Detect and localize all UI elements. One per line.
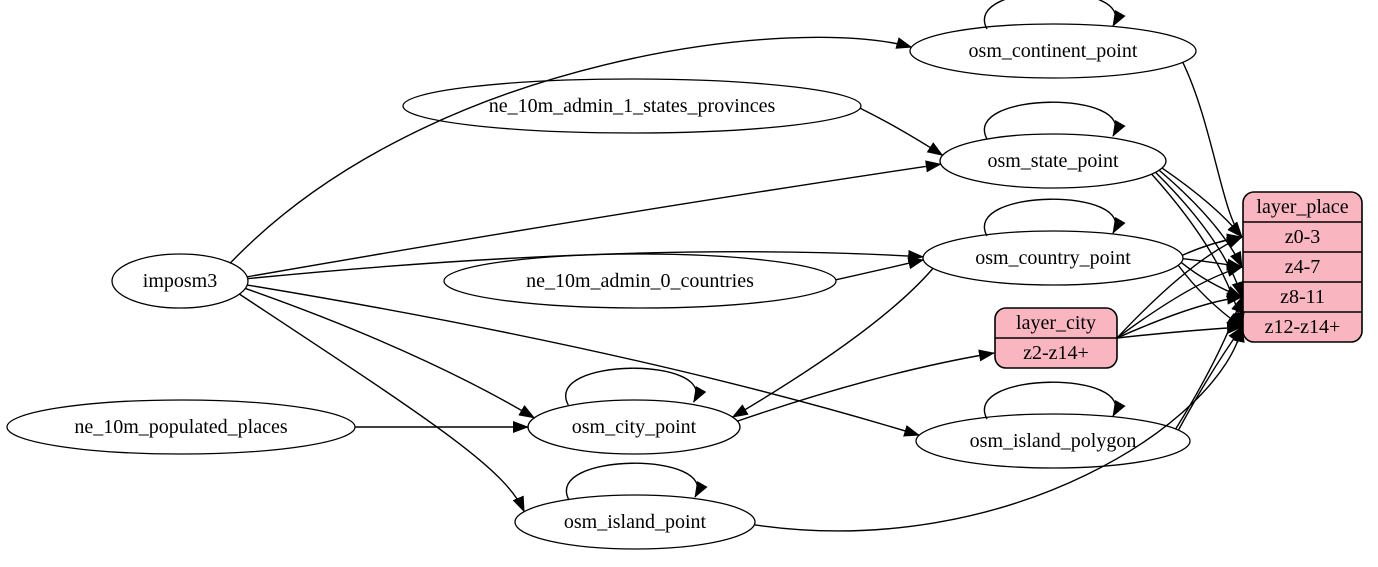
edge-imposm3-to-osm_state_point — [247, 160, 942, 278]
edge-osm_island_point-to-layer_place-z12-z14+ — [754, 326, 1245, 532]
edge-imposm3-to-osm_country_point — [247, 249, 925, 280]
edge-imposm3-to-osm_city_point — [245, 287, 536, 419]
self-loop-osm_state_point — [983, 101, 1126, 140]
node-label: imposm3 — [143, 270, 217, 292]
edge-osm_country_point-to-osm_city_point — [731, 267, 934, 418]
node-label: ne_10m_populated_places — [74, 416, 287, 438]
edge-imposm3-to-osm_island_polygon — [247, 284, 921, 437]
self-loop-osm_island_polygon — [983, 381, 1126, 420]
node-label: ne_10m_admin_0_countries — [526, 270, 754, 292]
node-osm_continent_point: osm_continent_point — [909, 23, 1197, 79]
record-title-layer_place: layer_place — [1256, 196, 1348, 218]
edge-osm_country_point-to-layer_place-z12-z14+ — [1177, 264, 1243, 328]
node-label: osm_continent_point — [969, 40, 1138, 62]
record-row-layer_place: z12-z14+ — [1265, 316, 1341, 338]
self-loop-osm_city_point — [565, 367, 707, 406]
node-label: osm_island_polygon — [970, 430, 1137, 452]
edge-osm_island_polygon-to-layer_place-z8-11 — [1175, 296, 1243, 430]
node-imposm3: imposm3 — [111, 253, 249, 309]
node-label: osm_country_point — [975, 247, 1131, 269]
node-ne_10m_admin_1_states_provinces: ne_10m_admin_1_states_provinces — [402, 78, 862, 134]
node-osm_city_point: osm_city_point — [527, 399, 741, 455]
record-row-layer_place: z0-3 — [1285, 226, 1321, 248]
self-loop-osm_country_point — [983, 198, 1126, 237]
node-shape — [909, 23, 1197, 79]
edge-osm_city_point-to-layer_city-z2-z14+ — [737, 349, 995, 422]
node-shape — [402, 78, 862, 134]
node-label: osm_city_point — [572, 416, 697, 438]
node-ne_10m_admin_0_countries: ne_10m_admin_0_countries — [443, 253, 837, 309]
node-ne_10m_populated_places: ne_10m_populated_places — [6, 399, 356, 455]
edge-osm_state_point-to-layer_place-z4-7 — [1158, 169, 1243, 268]
node-osm_island_point: osm_island_point — [514, 494, 756, 550]
edge-ne_10m_admin_0_countries-to-osm_country_point — [835, 257, 925, 281]
edge-osm_state_point-to-layer_place-z0-3 — [1161, 167, 1243, 238]
node-osm_country_point: osm_country_point — [922, 230, 1184, 286]
node-layer_city: layer_city z2-z14+ — [994, 307, 1118, 369]
node-shape — [514, 494, 756, 550]
node-osm_state_point: osm_state_point — [939, 133, 1167, 189]
edge-osm_country_point-to-layer_place-z4-7 — [1182, 257, 1243, 271]
edge-ne_10m_admin_1_states_provinces-to-osm_state_point — [859, 107, 944, 156]
node-label: ne_10m_admin_1_states_provinces — [489, 95, 776, 117]
edge-osm_island_polygon-to-layer_place-z12-z14+ — [1177, 326, 1243, 431]
node-label: osm_state_point — [987, 150, 1119, 172]
edge-imposm3-to-osm_continent_point — [229, 36, 913, 264]
node-shape — [111, 253, 249, 309]
record-box — [1242, 191, 1363, 343]
edge-imposm3-to-osm_island_point — [239, 293, 525, 513]
record-row-layer_city: z2-z14+ — [1023, 342, 1089, 364]
edge-layer_city-to-layer_place-z0-3 — [1116, 236, 1243, 339]
record-title-layer_city: layer_city — [1016, 312, 1096, 334]
record-row-layer_place: z8-11 — [1280, 286, 1325, 308]
node-shape — [915, 413, 1191, 469]
node-osm_island_polygon: osm_island_polygon — [915, 413, 1191, 469]
edge-layer_city-to-layer_place-z12-z14+ — [1116, 321, 1243, 339]
node-shape — [443, 253, 837, 309]
record-row-layer_place: z4-7 — [1285, 256, 1321, 278]
self-loop-osm_island_point — [565, 462, 708, 501]
node-label: osm_island_point — [564, 511, 707, 533]
node-layer_place: layer_place z0-3 z4-7 z8-11 z12-z14+ — [1242, 191, 1363, 343]
self-loop-osm_continent_point — [983, 0, 1126, 30]
edge-layer_city-to-layer_place-z4-7 — [1116, 265, 1243, 339]
edge-osm_state_point-to-layer_place-z8-11 — [1155, 171, 1244, 298]
